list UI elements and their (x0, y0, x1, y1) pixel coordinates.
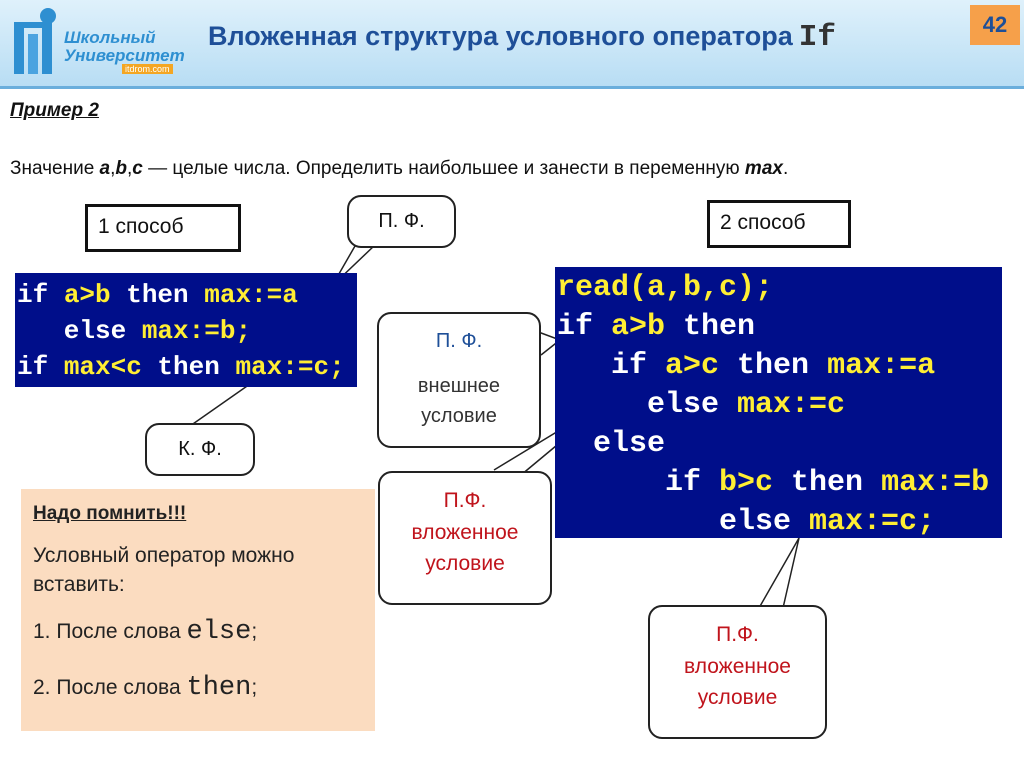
callout-kf: К. Ф. (145, 423, 255, 476)
note-text: Условный оператор можно вставить: (33, 544, 295, 596)
page-number-badge: 42 (970, 5, 1020, 45)
note-item-2-prefix: 2. После слова (33, 676, 187, 699)
method2-code-token: max:=b (881, 466, 990, 500)
outer-condition-text: внешнее условие (417, 375, 501, 427)
method2-code-token: max:=a (827, 349, 936, 383)
method1-code-token: max:=c; (235, 352, 345, 382)
method1-code-token: if (17, 352, 64, 382)
example-title: Пример 2 (10, 100, 99, 121)
slide-title-text: Вложенная структура условного оператора (208, 21, 793, 51)
note-item-1-prefix: 1. После слова (33, 620, 187, 643)
method2-code-token: then (719, 349, 828, 383)
var-a: a (99, 158, 111, 179)
logo-site: itdrom.com (122, 64, 173, 74)
nested2-title: П.Ф. (716, 623, 759, 646)
method2-code-token: if (557, 310, 612, 344)
method2-code-token: max:=c; (809, 505, 936, 539)
nested2-pointer (758, 537, 800, 609)
statement-middle: — целые числа. Определить наибольшее и з… (142, 158, 745, 179)
method1-code-token: if (17, 280, 64, 310)
method2-code-token: read(a,b,c); (557, 271, 774, 305)
logo-text-line2: Университет (64, 46, 185, 65)
method1-code-line-1: if a>b then max:=a (17, 277, 357, 313)
var-b: b (115, 158, 128, 179)
callout-pf-top: П. Ф. (347, 195, 456, 248)
method2-code-token: then (773, 466, 882, 500)
remember-note: Надо помнить!!! Условный оператор можно … (21, 489, 375, 731)
method2-code-line-4: else max:=c (557, 386, 1002, 425)
method2-code-token: a>b (611, 310, 666, 344)
method2-code-token: if (557, 466, 720, 500)
note-item-1: 1. После слова else; (33, 617, 363, 647)
method1-code-token: then (110, 280, 205, 310)
method1-code-token: max:=a (204, 280, 298, 310)
method2-code-token: else (557, 427, 666, 461)
method2-code-line-2: if a>b then (557, 308, 1002, 347)
method2-code-block: read(a,b,c);if a>b then if a>c then max:… (555, 267, 1002, 539)
method2-code-token: if (557, 349, 666, 383)
method1-code-line-3: if max<c then max:=c; (17, 349, 357, 385)
var-c: c (132, 158, 143, 179)
note-item-2-keyword: then (186, 673, 252, 703)
logo-person-icon (14, 8, 56, 74)
method1-code-line-2: else max:=b; (17, 313, 357, 349)
method1-code-token: max<c (63, 352, 142, 382)
note-title: Надо помнить!!! (33, 503, 187, 524)
method1-label: 1 способ (85, 204, 241, 252)
method2-code-line-3: if a>c then max:=a (557, 347, 1002, 386)
method2-code-token: a>c (665, 349, 720, 383)
method1-code-token: max:=b; (141, 316, 252, 346)
school-university-logo: Школьный Университет itdrom.com (10, 6, 185, 80)
statement-comma-2: , (127, 158, 133, 179)
note-item-2-suffix: ; (251, 676, 258, 699)
callout-nested-condition-1: П.Ф. вложенное условие (378, 471, 552, 605)
note-item-1-keyword: else (186, 617, 252, 647)
nested1-title: П.Ф. (443, 489, 487, 512)
method2-code-token: max:=c (737, 388, 846, 422)
method2-code-line-7: else max:=c; (557, 503, 1002, 542)
method1-code-block: if a>b then max:=a else max:=b;if max<c … (15, 273, 357, 387)
statement-comma-1: , (110, 158, 116, 179)
method2-code-token: else (557, 388, 738, 422)
slide-header: Школьный Университет itdrom.com Вложенна… (0, 0, 1024, 89)
outer-condition-title: П. Ф. (435, 330, 483, 352)
method2-code-token: else (557, 505, 810, 539)
method2-code-token: b>c (719, 466, 774, 500)
var-max: max (744, 158, 783, 179)
nested2-text: вложенное условие (684, 655, 791, 709)
logo-text-line1: Школьный (64, 28, 156, 47)
method2-code-line-5: else (557, 425, 1002, 464)
method1-code-token: a>b (63, 280, 111, 310)
method1-code-token: then (141, 352, 236, 382)
method1-code-token: else (17, 316, 142, 346)
method2-code-token: then (665, 310, 756, 344)
callout-outer-condition: П. Ф. внешнее условие (377, 312, 541, 448)
problem-statement: Значение a,b,c — целые числа. Определить… (10, 158, 788, 180)
slide-title-code: If (798, 20, 836, 55)
method2-code-line-6: if b>c then max:=b (557, 464, 1002, 503)
method2-code-line-1: read(a,b,c); (557, 269, 1002, 308)
note-item-1-suffix: ; (251, 620, 258, 643)
statement-prefix: Значение (10, 158, 100, 179)
nested1-text: вложенное условие (411, 521, 519, 575)
kf-pointer (187, 383, 251, 427)
note-item-2: 2. После слова then; (33, 673, 363, 703)
callout-nested-condition-2: П.Ф. вложенное условие (648, 605, 827, 739)
statement-end: . (782, 158, 789, 179)
method2-label: 2 способ (707, 200, 851, 248)
